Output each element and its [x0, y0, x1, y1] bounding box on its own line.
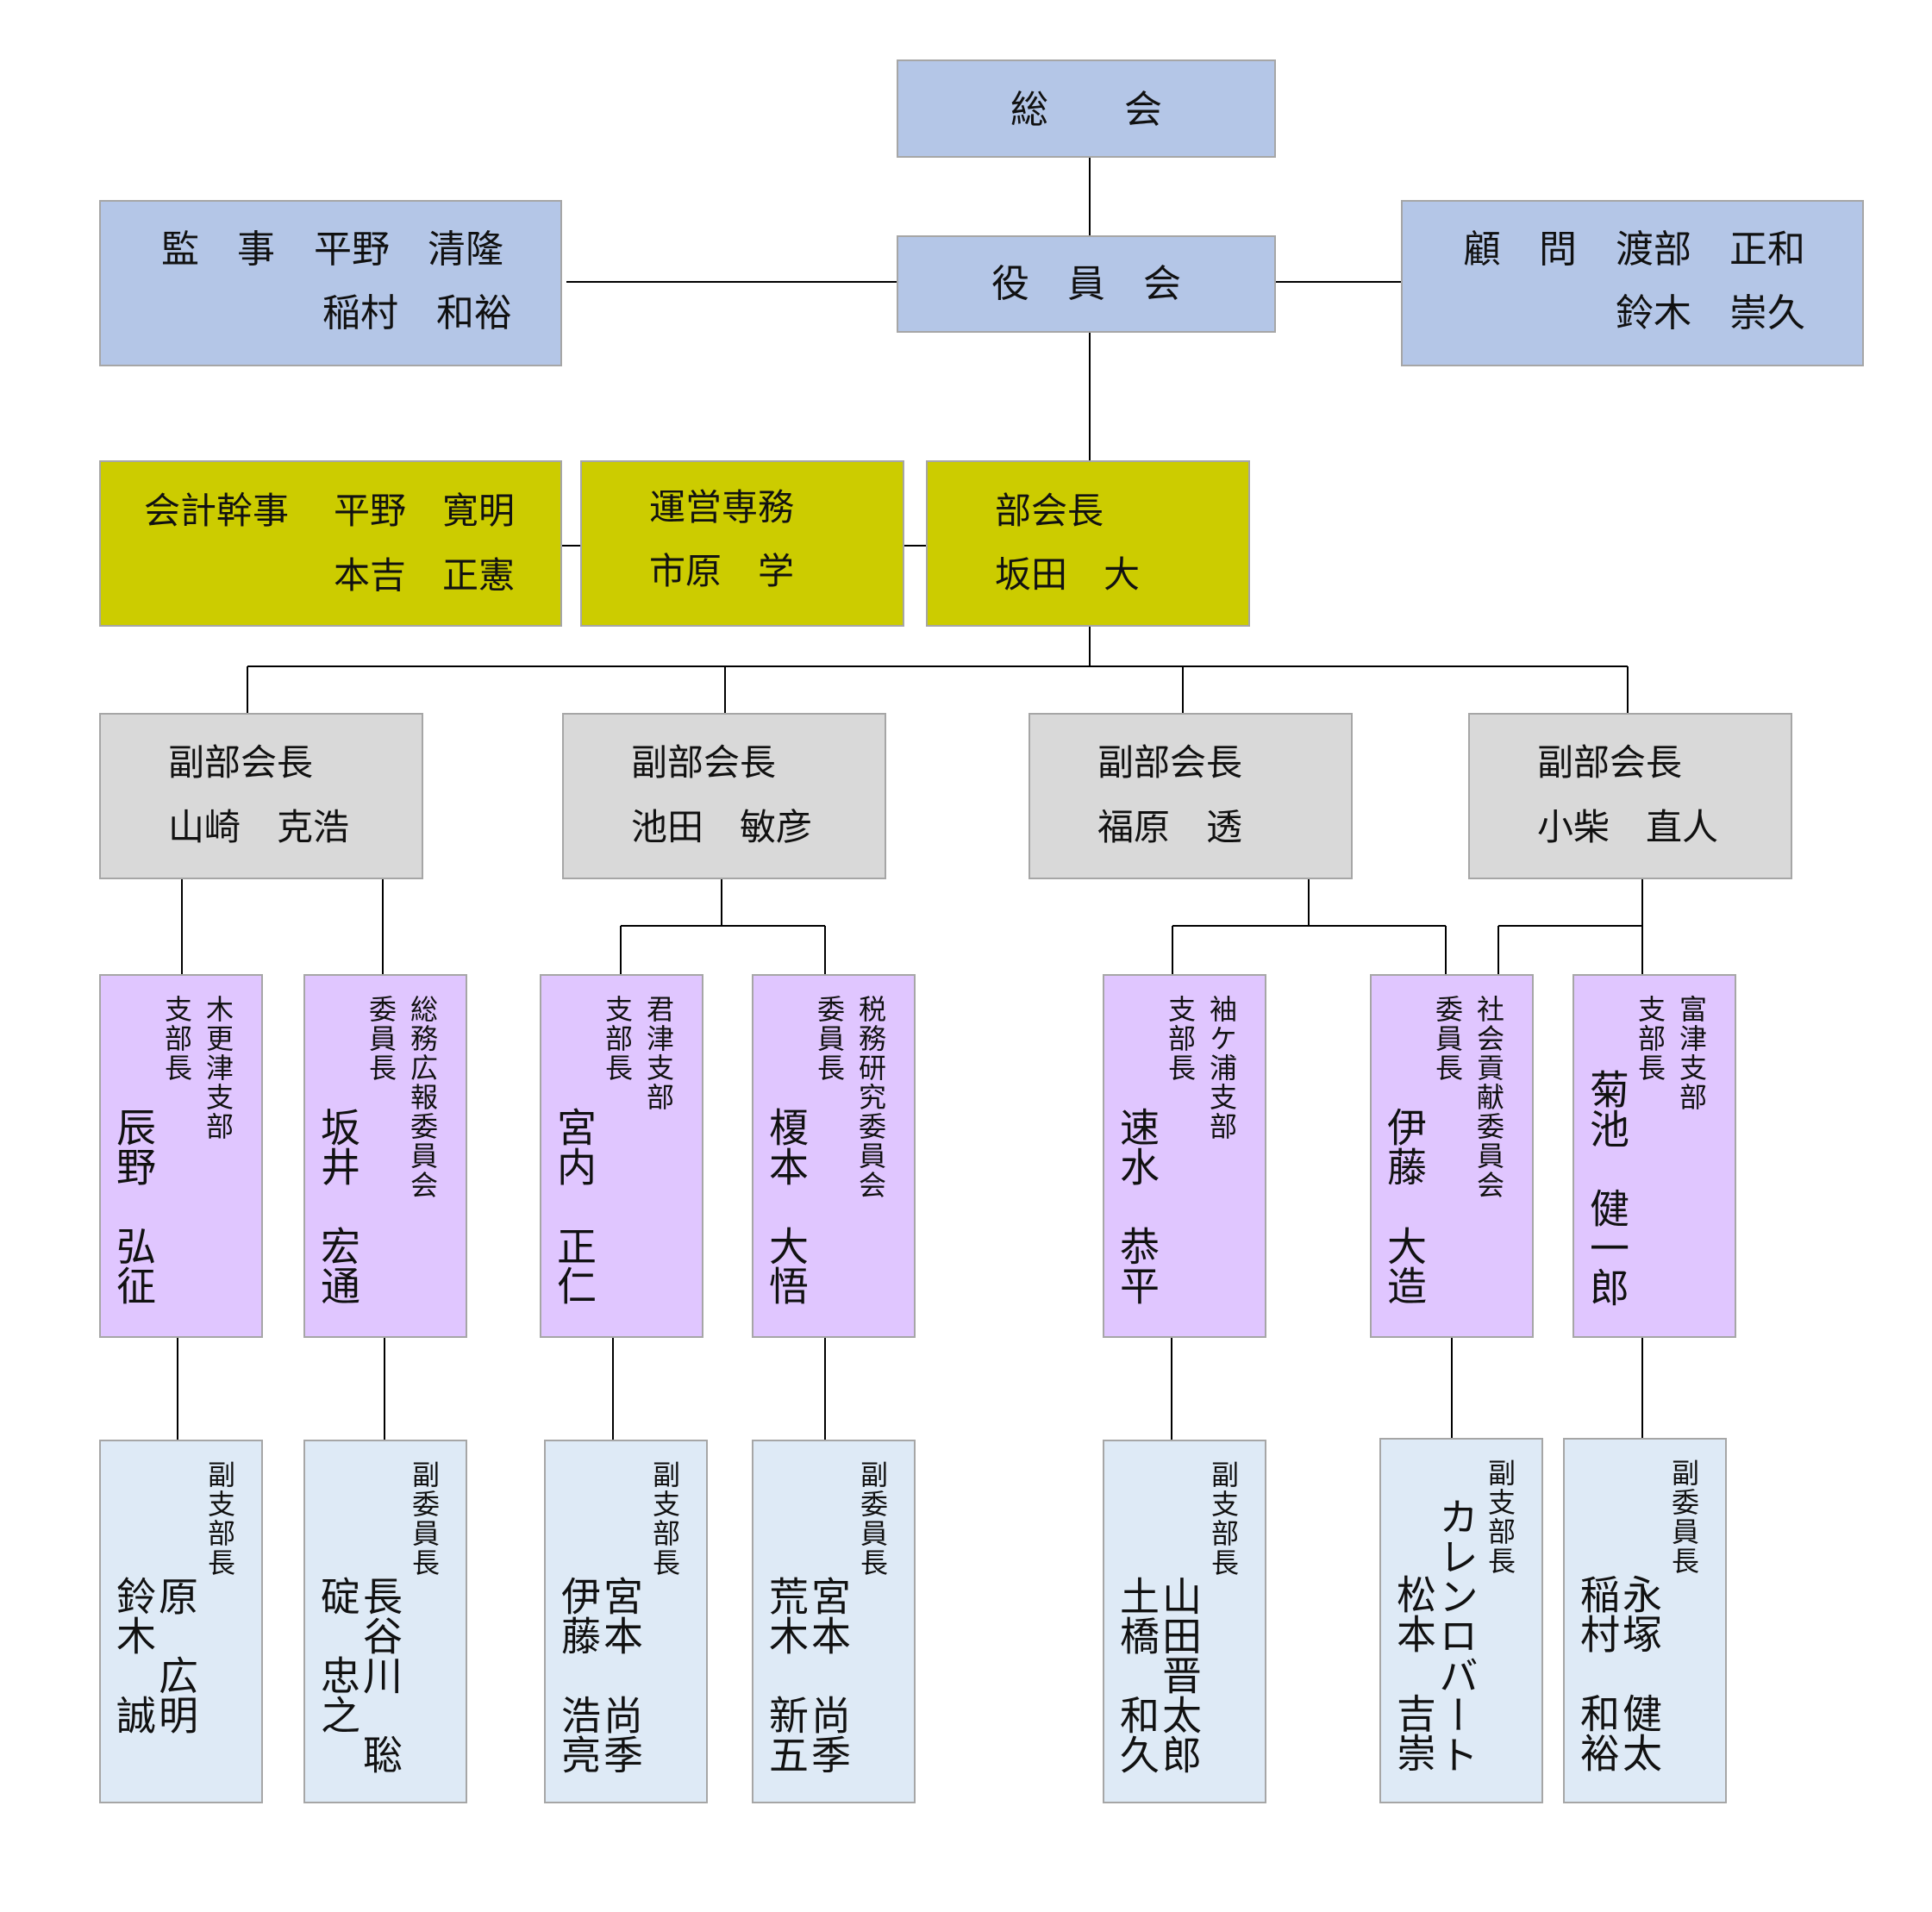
deputy-name-1: 原 広明	[153, 1576, 199, 1734]
deputy-name-1: 宮本 尚季	[597, 1576, 644, 1774]
unit-name: 辰野 弘征	[110, 1107, 157, 1305]
auditor-role: 監 事	[161, 228, 275, 272]
deputy-name-1: カレンロバート	[1433, 1496, 1479, 1774]
deputy-name-1: 山田晋太郎	[1156, 1576, 1203, 1774]
vice-chair-box-1: 副部会長 山崎 克浩	[99, 713, 423, 879]
deputy-name-2: 伊藤 浩亮	[555, 1576, 602, 1774]
vice-chair-role: 副部会長	[168, 741, 314, 784]
unit-box-5: 袖ケ浦支部 支部長 速水 恭平	[1103, 974, 1266, 1338]
chair-name: 坂田 大	[995, 553, 1141, 596]
vice-chair-name: 福原 透	[1097, 806, 1243, 848]
board-label: 役 員 会	[991, 262, 1181, 306]
advisor-name-1: 渡部 正和	[1616, 228, 1805, 272]
unit-name: 坂井 宏通	[315, 1107, 361, 1305]
vice-chair-role: 副部会長	[631, 741, 777, 784]
unit-box-4: 税務研究委員会 委員長 榎本 大悟	[752, 974, 916, 1338]
deputy-title: 副委員長	[1667, 1459, 1700, 1576]
vice-chair-box-3: 副部会長 福原 透	[1029, 713, 1353, 879]
unit-org: 袖ケ浦支部	[1205, 995, 1238, 1141]
deputy-box-6: 副支部長 カレンロバート 松本 吉崇	[1379, 1438, 1543, 1803]
unit-box-7: 富津支部 支部長 菊池 健一郎	[1572, 974, 1736, 1338]
unit-box-1: 木更津支部 支部長 辰野 弘征	[99, 974, 263, 1338]
deputy-title: 副支部長	[203, 1460, 236, 1578]
deputy-name-2: 荒木 新五	[763, 1576, 810, 1774]
unit-title: 支部長	[1634, 995, 1666, 1083]
deputy-title: 副委員長	[856, 1460, 889, 1578]
accounting-box: 会計幹事 平野 寛明 本吉 正憲	[99, 460, 562, 627]
deputy-name-2: 松本 吉崇	[1391, 1574, 1437, 1772]
chair-role: 部会長	[995, 490, 1104, 532]
deputy-name-2: 土橋 和久	[1114, 1576, 1160, 1774]
vice-chair-box-4: 副部会長 小柴 直人	[1468, 713, 1792, 879]
vice-chair-role: 副部会長	[1537, 741, 1683, 784]
unit-name: 伊藤 大造	[1381, 1107, 1428, 1305]
vice-chair-name: 小柴 直人	[1537, 806, 1719, 848]
board-box: 役 員 会	[897, 235, 1276, 333]
general-assembly-box: 総 会	[897, 59, 1276, 158]
advisor-box: 顧 問 渡部 正和 鈴木 崇久	[1401, 200, 1864, 366]
accounting-role: 会計幹事	[144, 490, 290, 532]
operations-name: 市原 学	[649, 550, 795, 592]
deputy-title: 副支部長	[648, 1460, 681, 1578]
deputy-title: 副支部長	[1207, 1460, 1240, 1578]
unit-org: 社会貢献委員会	[1472, 995, 1505, 1200]
operations-role: 運営専務	[649, 486, 795, 528]
deputy-name-1: 長谷川 聡	[357, 1576, 403, 1774]
unit-org: 富津支部	[1675, 995, 1708, 1112]
unit-title: 委員長	[1431, 995, 1464, 1083]
unit-name: 榎本 大悟	[763, 1107, 810, 1305]
deputy-title: 副委員長	[408, 1460, 441, 1578]
general-assembly-label: 総 会	[1010, 88, 1162, 132]
advisor-name-2: 鈴木 崇久	[1616, 291, 1805, 335]
deputy-box-4: 副委員長 宮本 尚季 荒木 新五	[752, 1440, 916, 1803]
unit-title: 支部長	[1164, 995, 1197, 1083]
deputy-name-2: 稲村 和裕	[1574, 1574, 1621, 1772]
unit-org: 総務広報委員会	[406, 995, 439, 1200]
deputy-name-2: 碇 忠之	[315, 1576, 361, 1734]
unit-title: 委員長	[365, 995, 397, 1083]
unit-org: 木更津支部	[202, 995, 234, 1141]
vice-chair-name: 山崎 克浩	[168, 806, 350, 848]
deputy-title: 副支部長	[1484, 1459, 1516, 1576]
auditor-name-2: 稲村 和裕	[322, 291, 512, 335]
deputy-box-7: 副委員長 永塚 健太 稲村 和裕	[1563, 1438, 1727, 1803]
vice-chair-role: 副部会長	[1097, 741, 1243, 784]
deputy-name-1: 宮本 尚季	[805, 1576, 852, 1774]
accounting-name-2: 本吉 正憲	[334, 554, 516, 597]
chair-box: 部会長 坂田 大	[926, 460, 1250, 627]
advisor-role: 顧 問	[1463, 228, 1577, 272]
vice-chair-name: 池田 敏彦	[631, 806, 813, 848]
unit-title: 支部長	[601, 995, 634, 1083]
unit-title: 委員長	[813, 995, 846, 1083]
unit-org: 君津支部	[642, 995, 675, 1112]
auditor-name-1: 平野 清隆	[314, 228, 503, 272]
unit-title: 支部長	[160, 995, 193, 1083]
unit-name: 宮内 正仁	[551, 1107, 597, 1305]
unit-box-6: 社会貢献委員会 委員長 伊藤 大造	[1370, 974, 1534, 1338]
unit-name: 菊池 健一郎	[1584, 1069, 1630, 1307]
deputy-box-1: 副支部長 原 広明 鈴木 誠	[99, 1440, 263, 1803]
unit-org: 税務研究委員会	[854, 995, 887, 1200]
deputy-box-2: 副委員長 長谷川 聡 碇 忠之	[303, 1440, 467, 1803]
operations-box: 運営専務 市原 学	[580, 460, 904, 627]
accounting-name-1: 平野 寛明	[334, 490, 516, 532]
unit-name: 速水 恭平	[1114, 1107, 1160, 1305]
unit-box-3: 君津支部 支部長 宮内 正仁	[540, 974, 703, 1338]
auditor-box: 監 事 平野 清隆 稲村 和裕	[99, 200, 562, 366]
deputy-name-1: 永塚 健太	[1616, 1574, 1663, 1772]
deputy-box-3: 副支部長 宮本 尚季 伊藤 浩亮	[544, 1440, 708, 1803]
deputy-box-5: 副支部長 山田晋太郎 土橋 和久	[1103, 1440, 1266, 1803]
deputy-name-2: 鈴木 誠	[110, 1576, 157, 1734]
vice-chair-box-2: 副部会長 池田 敏彦	[562, 713, 886, 879]
unit-box-2: 総務広報委員会 委員長 坂井 宏通	[303, 974, 467, 1338]
